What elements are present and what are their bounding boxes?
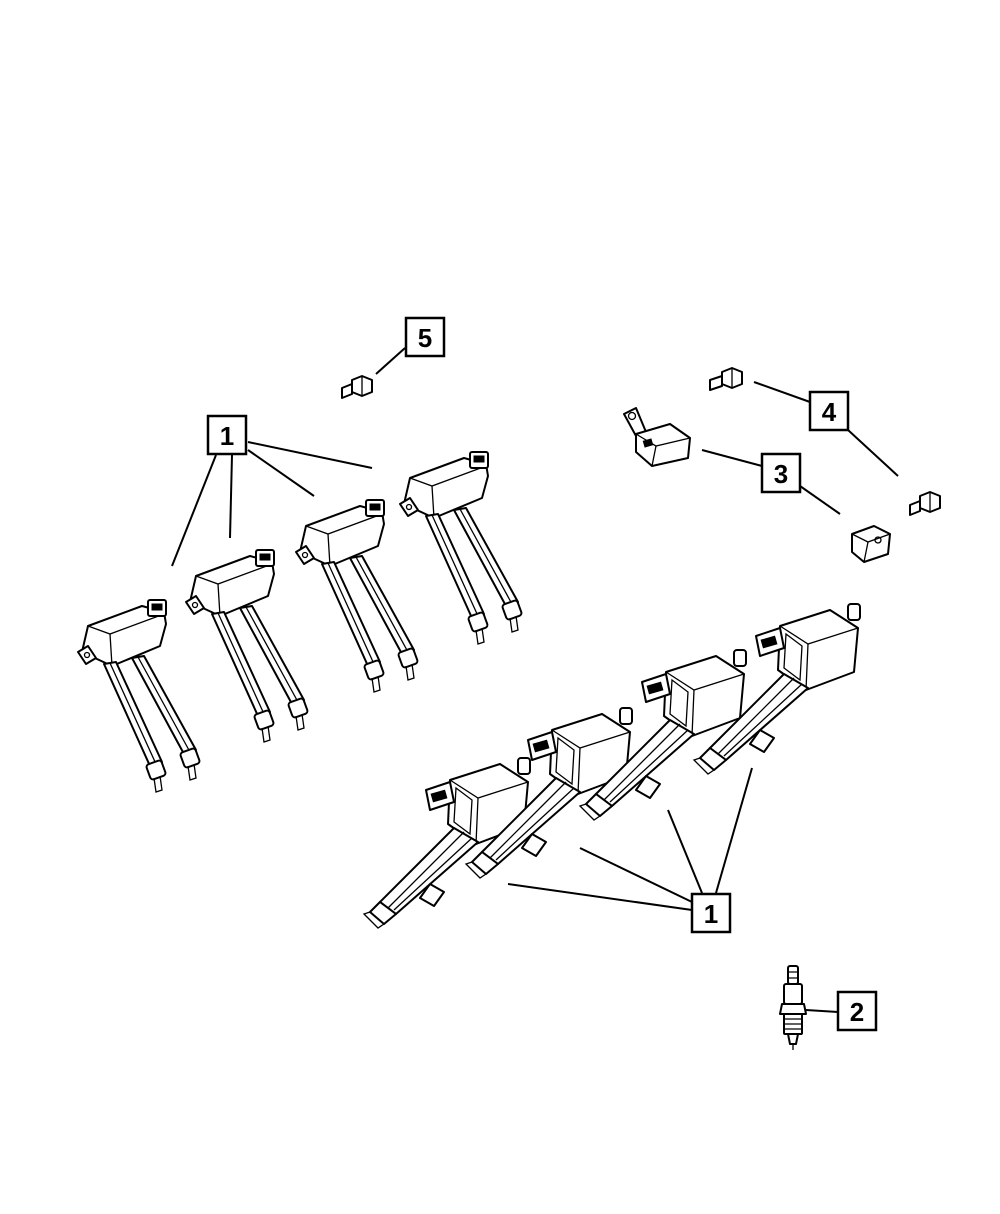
ignition-coil-upper-4 — [399, 451, 524, 645]
svg-text:2: 2 — [850, 997, 864, 1027]
svg-text:3: 3 — [774, 459, 788, 489]
ignition-coil-upper-3 — [295, 499, 420, 693]
callout-3: 3 — [760, 452, 802, 494]
bolt-4a — [709, 367, 743, 391]
svg-text:5: 5 — [418, 323, 432, 353]
callout-1-upper: 1 — [206, 414, 248, 456]
spark-plug-2 — [779, 965, 807, 1050]
sensor-clip-3 — [851, 525, 891, 563]
callout-1-lower: 1 — [690, 892, 732, 934]
callout-4: 4 — [808, 390, 850, 432]
svg-text:1: 1 — [220, 421, 234, 451]
sensor-3 — [623, 407, 691, 467]
ignition-coil-upper-1 — [77, 599, 202, 793]
svg-text:1: 1 — [704, 899, 718, 929]
callout-2: 2 — [836, 990, 878, 1032]
leader-lines — [171, 347, 899, 1013]
ignition-coil-upper-2 — [185, 549, 310, 743]
bolt-4b — [909, 491, 941, 516]
bolt-5 — [341, 375, 373, 399]
svg-text:4: 4 — [822, 397, 837, 427]
callout-5: 5 — [404, 316, 446, 358]
